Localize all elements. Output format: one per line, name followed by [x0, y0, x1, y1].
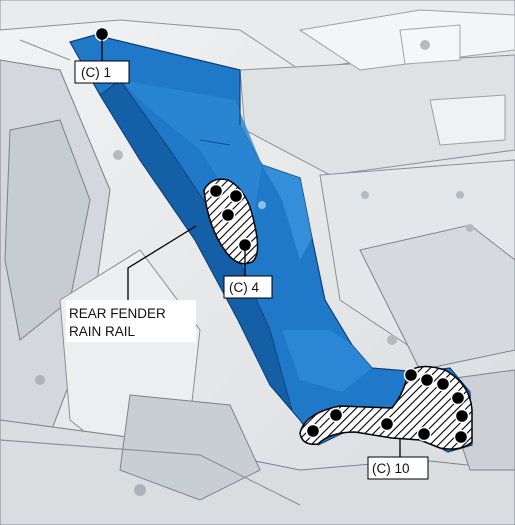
callout-labels: (C) 1 (C) 4 REAR FENDER RAIN RAIL (C) 10	[66, 60, 429, 480]
weld-zone-bottom	[299, 365, 473, 450]
weld-spot	[450, 390, 466, 406]
weld-spot	[435, 376, 451, 392]
label-part-line2: RAIN RAIL	[69, 324, 136, 339]
label-box-top	[74, 60, 130, 84]
weld-spot	[220, 207, 236, 223]
weld-spot	[416, 426, 432, 442]
label-weld-middle: (C) 4	[229, 280, 259, 295]
weld-spot	[419, 372, 435, 388]
label-box-middle	[223, 275, 273, 299]
label-weld-bottom: (C) 10	[372, 461, 410, 476]
weld-spot	[379, 416, 395, 432]
leader-lines	[101, 34, 401, 460]
weld-spots	[94, 26, 470, 445]
weld-spot	[208, 183, 224, 199]
label-box-part	[66, 300, 196, 342]
weld-spot	[453, 429, 469, 445]
weld-spot	[305, 423, 321, 439]
label-box-bottom	[367, 456, 429, 480]
weld-spot	[403, 367, 419, 383]
label-part-line1: REAR FENDER	[69, 306, 166, 321]
label-weld-top: (C) 1	[81, 65, 111, 80]
weld-spot	[454, 408, 470, 424]
weld-spot	[328, 407, 344, 423]
weld-spot	[228, 188, 244, 204]
leader-line-part	[127, 225, 197, 300]
